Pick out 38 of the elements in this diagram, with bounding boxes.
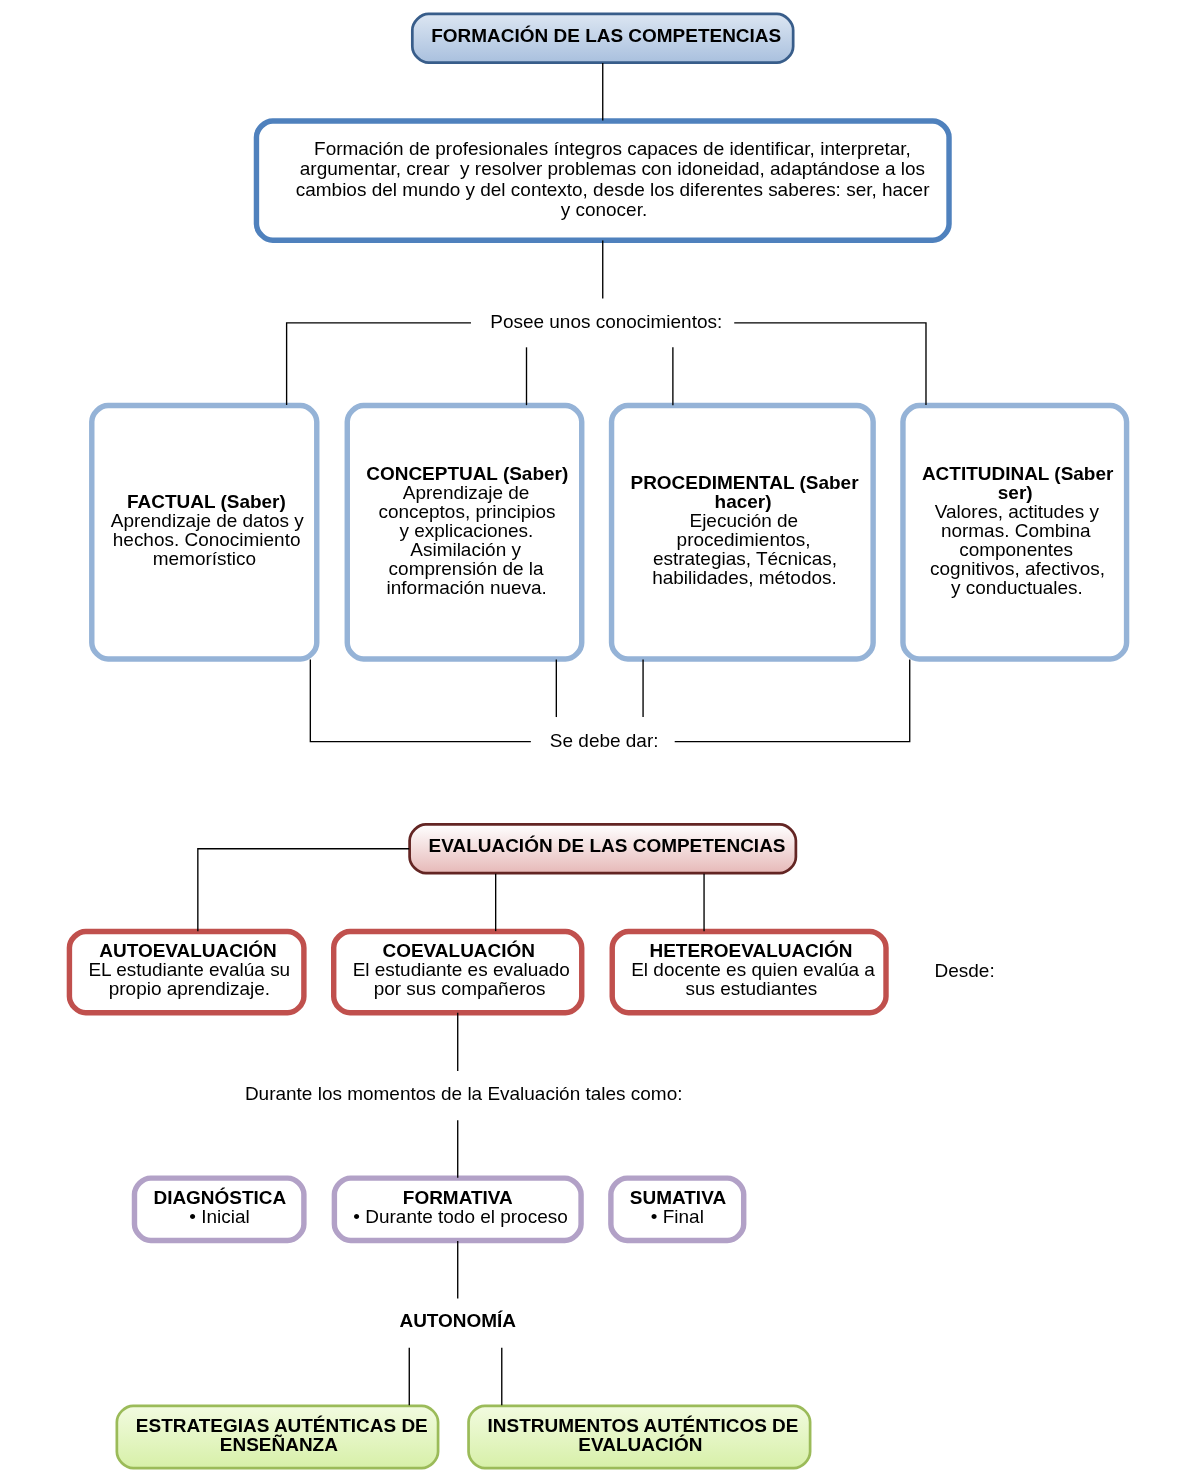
node-box: INSTRUMENTOS AUTÉNTICOS DE EVALUACIÓN [467,1404,812,1470]
node-box: PROCEDIMENTAL (Saber hacer) Ejecución de procedimientos, estrategias, Técnicas, habilidades, métodos. [608,402,876,662]
node-text: Se debe dar: [549,729,659,751]
connector [674,658,911,743]
node-text: AUTONOMÍA [399,1309,517,1331]
connector [555,658,557,718]
node-text: Posee unos conocimientos: [490,310,723,332]
connector [457,1119,459,1179]
connector [197,848,410,933]
connector [602,239,604,300]
connector [457,1012,459,1072]
connector [408,1347,410,1407]
connector [672,346,674,406]
connector [733,322,927,406]
node-box: Formación de profesionales íntegros capaces de identificar, interpretar, argumentar, crear y resolver problemas con idoneidad, adaptándose a los cambios del mundo y del contexto, desde los diferentes saberes: ser, hacer y conocer. [253,118,952,243]
node-box: ACTITUDINAL (Saber ser) Valores, actitudes y normas. Combina componentes cognitivos, afectivos, y conductuales. [900,402,1130,662]
connector [602,62,604,122]
node-box: DIAGNÓSTICA • Inicial [131,1175,307,1244]
connector [495,873,497,932]
node-box: FORMACIÓN DE LAS COMPETENCIAS [410,12,795,64]
node-text: Durante los momentos de la Evaluación tales como: [244,1083,683,1105]
connector [703,873,705,932]
node-box: CONCEPTUAL (Saber) Aprendizaje de conceptos, principios y explicaciones. Asimilación y comprensión de la información nueva. [344,402,585,662]
node-box: FORMATIVA • Durante todo el proceso [331,1175,584,1244]
connector [457,1240,459,1300]
node-box: FACTUAL (Saber) Aprendizaje de datos y hechos. Conocimiento memorístico [89,402,320,662]
node-box: HETEROEVALUACIÓN El docente es quien evalúa a sus estudiantes [609,928,889,1016]
node-box: SUMATIVA • Final [608,1175,747,1244]
node-box: EVALUACIÓN DE LAS COMPETENCIAS [408,823,798,875]
label: Desde: [934,960,995,982]
node-box: AUTOEVALUACIÓN EL estudiante evalúa su propio aprendizaje. [66,928,307,1016]
connector [309,658,532,743]
node-box: COEVALUACIÓN El estudiante es evaluado por sus compañeros [331,928,585,1016]
connector [525,346,528,406]
connector [501,1347,503,1407]
node-box: ESTRATEGIAS AUTÉNTICAS DE ENSEÑANZA [115,1404,440,1470]
connector [285,322,472,406]
connector [642,658,644,718]
